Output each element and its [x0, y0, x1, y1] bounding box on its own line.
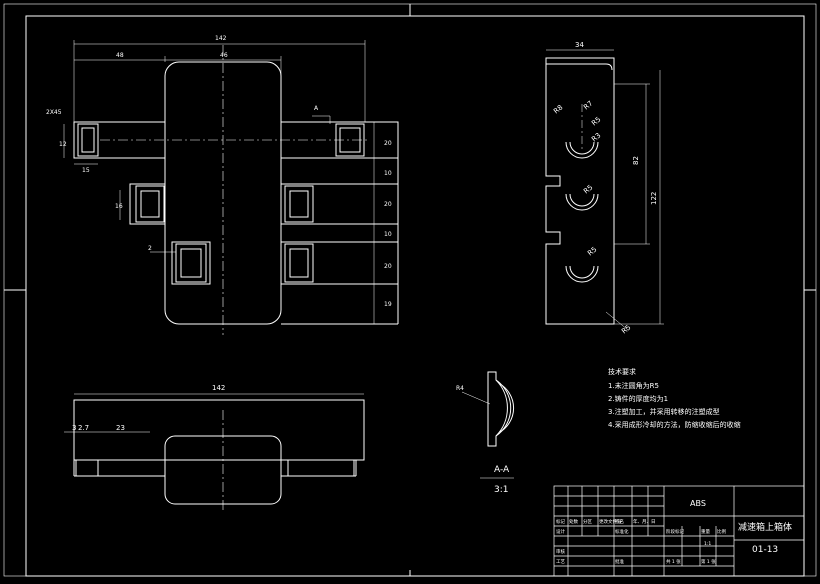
- section-marker: A: [314, 105, 319, 112]
- dim-width: 34: [575, 41, 584, 49]
- section-detail: [461, 371, 515, 479]
- dim-chamfer: 2X45: [46, 109, 62, 116]
- notes-heading: 技术要求: [608, 367, 636, 376]
- dim-mid-section: 46: [220, 52, 228, 59]
- side-dim-6: 19: [384, 301, 392, 308]
- drawing-number: 01-13: [752, 545, 778, 555]
- dim-front-overall: 142: [212, 384, 225, 392]
- tb-cell-2: 分区: [583, 518, 592, 525]
- front-view: [64, 393, 365, 510]
- dim-inner-a: 16: [115, 203, 123, 210]
- dim-height-overall: 122: [650, 192, 658, 205]
- section-labels: A-A 3:1 R4: [456, 385, 510, 495]
- dim-front-d3: 23: [116, 424, 125, 432]
- tb-cell-0: 标记: [556, 518, 565, 525]
- dim-pocket-b: 15: [82, 167, 90, 174]
- tb-cell-1: 处数: [569, 518, 578, 525]
- top-view-labels: 142 48 46 2X45 12 15 16 2 A 20 10 20 10 …: [46, 35, 392, 308]
- side-dim-4: 10: [384, 231, 392, 238]
- tb-cell-4: 签名: [615, 518, 624, 525]
- dim-inner-b: 2: [148, 245, 152, 252]
- scale-value: 1:1: [704, 541, 711, 547]
- tb-cell-15: 第 1 张: [701, 558, 716, 565]
- section-label: A-A: [494, 465, 510, 475]
- part-name: 减速箱上箱体: [738, 521, 792, 533]
- side-dim-5: 20: [384, 263, 392, 270]
- note-3: 3.注塑加工，并采用转移的注塑成型: [608, 407, 720, 416]
- tb-cell-11: 审核: [556, 548, 565, 555]
- tb-cell-9: 重量: [701, 528, 710, 535]
- note-1: 1.未注圆角为R5: [608, 381, 659, 390]
- tb-cell-7: 标准化: [615, 528, 629, 535]
- dim-height-inner: 82: [632, 156, 640, 165]
- tb-cell-12: 工艺: [556, 559, 565, 565]
- side-dim-1: 20: [384, 140, 392, 147]
- section-scale: 3:1: [494, 485, 508, 495]
- tb-cell-3: 更改文件号: [599, 518, 622, 525]
- title-block-text: ABS 减速箱上箱体 01-13 1:1 标记 处数 分区 更改文件号 签名 年…: [556, 499, 792, 565]
- tb-cell-5: 年、月、日: [633, 518, 656, 525]
- top-view: [63, 40, 399, 335]
- sheet-frame: [3, 3, 817, 577]
- dim-front-d2: 2.7: [78, 424, 89, 432]
- tb-cell-8: 阶段标记: [666, 528, 684, 535]
- right-view: [545, 49, 664, 331]
- section-dim-r: R4: [456, 385, 464, 392]
- note-2: 2.铸件的厚度均为1: [608, 394, 668, 403]
- dim-overall-width: 142: [215, 35, 227, 42]
- dim-pocket-a: 12: [59, 141, 67, 148]
- note-4: 4.采用成形冷却的方法，防缩收缩后的收缩: [608, 420, 741, 429]
- title-block: [553, 485, 805, 577]
- tech-notes: 技术要求 1.未注圆角为R5 2.铸件的厚度均为1 3.注塑加工，并采用转移的注…: [608, 367, 741, 429]
- side-dim-3: 20: [384, 201, 392, 208]
- tb-cell-6: 设计: [556, 528, 565, 535]
- tb-cell-14: 共 1 张: [666, 558, 681, 565]
- tb-cell-10: 比例: [717, 528, 726, 535]
- side-dim-2: 10: [384, 170, 392, 177]
- tb-cell-13: 批准: [615, 558, 624, 565]
- dim-front-d1: 3: [72, 424, 76, 432]
- front-view-labels: 142 3 2.7 23: [72, 384, 225, 432]
- dim-left-section: 48: [116, 52, 124, 59]
- material: ABS: [690, 499, 706, 508]
